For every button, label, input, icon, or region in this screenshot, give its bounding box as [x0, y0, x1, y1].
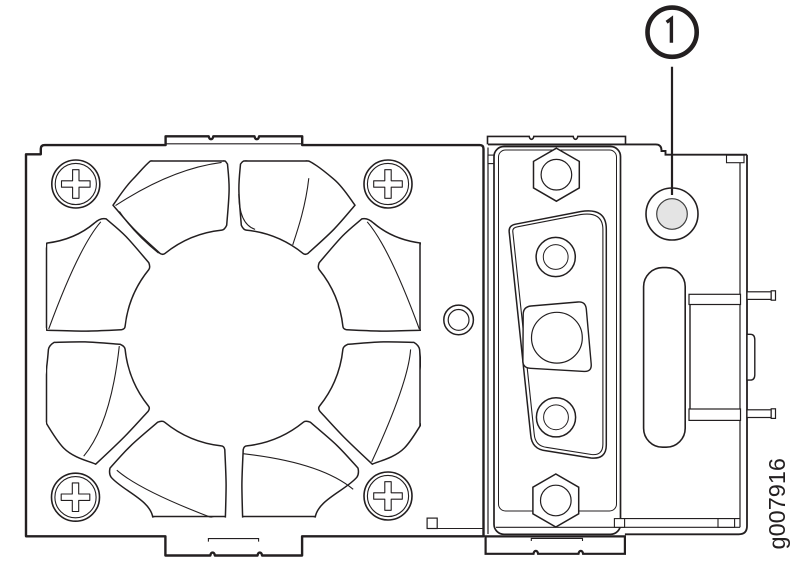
svg-text:g007916: g007916	[764, 458, 790, 550]
